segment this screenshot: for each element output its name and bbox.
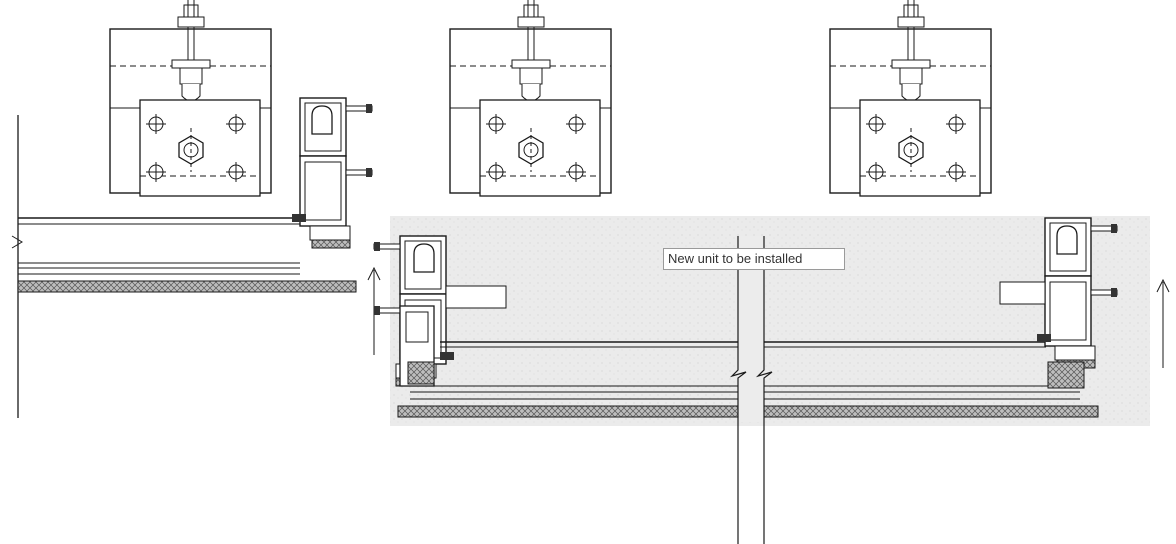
existing-unit-left [11, 115, 357, 418]
arrow-up-right [1156, 278, 1170, 368]
new-unit-callout: New unit to be installed [663, 248, 845, 270]
